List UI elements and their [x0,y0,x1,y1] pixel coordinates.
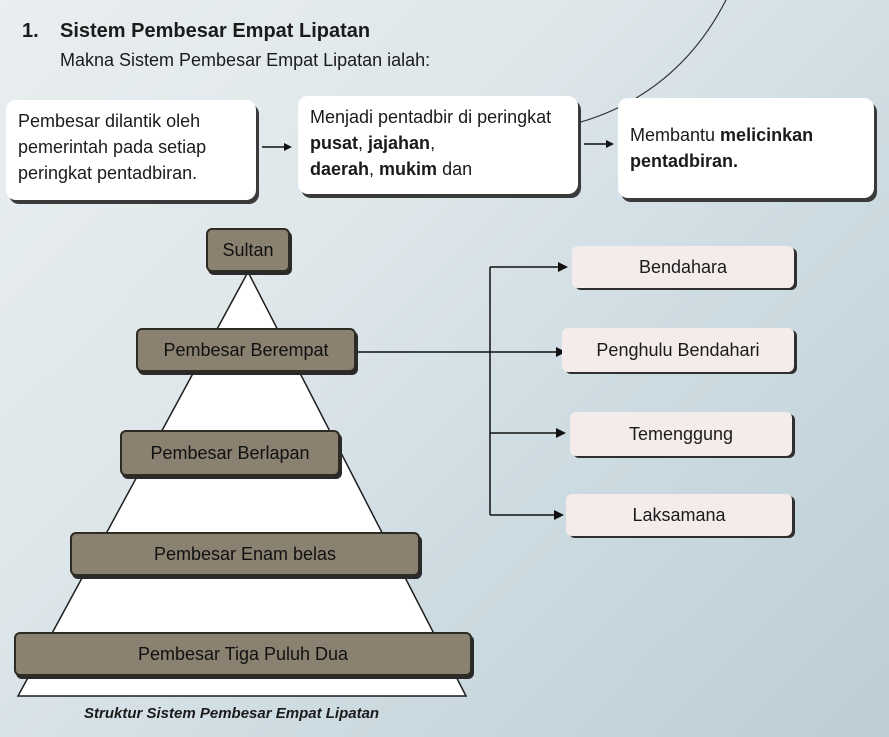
box2-mukim: mukim [379,159,438,179]
box2-pusat: pusat [310,133,359,153]
box2-sep: , [430,133,436,153]
box3-bold: melicinkan pentadbiran [630,125,814,171]
office-penghulu-bendahari: Penghulu Bendahari [562,328,794,372]
box3-text: Membantu [630,125,721,145]
section-number: 1. [22,20,39,42]
level-pembesar-berlapan: Pembesar Berlapan [120,430,340,476]
box2-jajahan: jajahan [368,133,431,153]
level-sultan: Sultan [206,228,290,272]
box3-period: . [733,151,739,171]
office-bendahara: Bendahara [572,246,794,288]
box2-sep: , [358,133,369,153]
level-pembesar-berempat: Pembesar Berempat [136,328,356,372]
pyramid [16,270,468,697]
section-title: Sistem Pembesar Empat Lipatan [60,20,371,42]
definition-box-2: Menjadi pentadbir di peringkat pusat, ja… [298,96,578,194]
box1-text: Pembesar dilantik oleh pemerintah pada s… [18,111,207,183]
box2-text: Menjadi pentadbir di peringkat [310,107,552,127]
box2-dan: dan [437,159,473,179]
section-heading: 1. Sistem Pembesar Empat Lipatan [22,20,370,43]
definition-box-1: Pembesar dilantik oleh pemerintah pada s… [6,100,256,200]
office-laksamana: Laksamana [566,494,792,536]
box2-sep: , [369,159,380,179]
level-pembesar-tiga-puluh-dua: Pembesar Tiga Puluh Dua [14,632,472,676]
level-pembesar-enam-belas: Pembesar Enam belas [70,532,420,576]
figure-caption: Struktur Sistem Pembesar Empat Lipatan [84,705,380,722]
office-temenggung: Temenggung [570,412,792,456]
definition-box-3: Membantu melicinkan pentadbiran. [618,98,874,198]
subheading: Makna Sistem Pembesar Empat Lipatan iala… [60,50,431,70]
box2-daerah: daerah [310,159,370,179]
